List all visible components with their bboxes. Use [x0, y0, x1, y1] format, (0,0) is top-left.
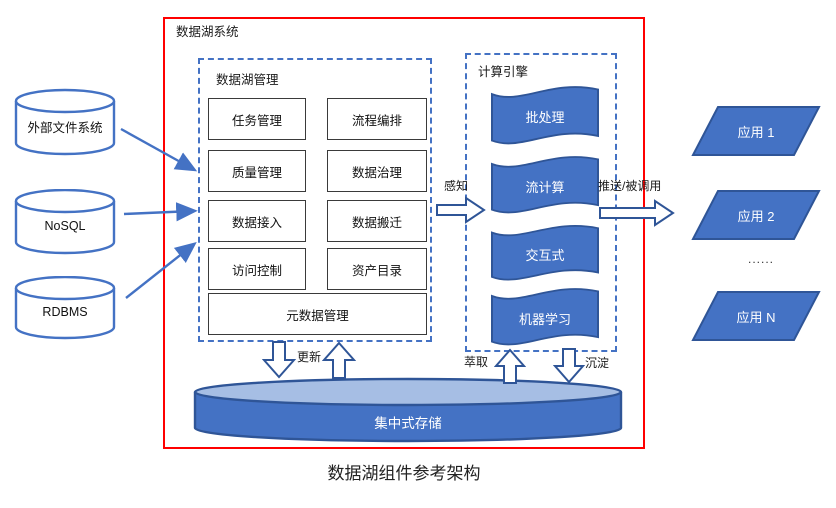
wave-shape-icon — [491, 156, 599, 214]
module-data-ingestion: 数据接入 — [208, 200, 306, 242]
module-metadata-management: 元数据管理 — [208, 293, 427, 335]
source-nosql: NoSQL — [14, 189, 116, 255]
wave-shape-icon — [491, 288, 599, 346]
module-data-governance: 数据治理 — [327, 150, 427, 192]
engine-label: 流计算 — [525, 179, 565, 195]
wave-shape-icon — [491, 225, 599, 281]
settle-down-arrow-icon — [553, 348, 585, 384]
app-label: 应用 N — [736, 309, 776, 325]
storage-cylinder-icon — [193, 377, 623, 443]
engine-batch-processing: 批处理 — [489, 83, 601, 148]
module-data-migration: 数据搬迁 — [327, 200, 427, 242]
engine-label: 交互式 — [525, 247, 565, 263]
parallelogram-icon — [691, 106, 821, 156]
extract-up-arrow-icon — [494, 348, 526, 384]
update-label: 更新 — [297, 350, 322, 364]
parallelogram-icon — [691, 291, 821, 341]
data-lake-management-box — [198, 58, 432, 342]
data-lake-management-label: 数据湖管理 — [216, 73, 279, 87]
parallelogram-icon — [691, 190, 821, 240]
source-label: RDBMS — [42, 305, 88, 319]
module-access-control: 访问控制 — [208, 248, 306, 290]
perceive-label: 感知 — [444, 179, 469, 193]
engine-label: 批处理 — [525, 110, 565, 125]
engine-label: 机器学习 — [518, 311, 571, 327]
module-asset-catalog: 资产目录 — [327, 248, 427, 290]
centralized-storage: 集中式存储 — [193, 377, 623, 445]
wave-shape-icon — [491, 86, 599, 145]
push-invoked-label: 推送/被调用 — [598, 179, 662, 193]
app-label: 应用 1 — [737, 124, 775, 140]
data-lake-system-frame — [163, 17, 645, 449]
engine-stream-computing: 流计算 — [489, 153, 601, 217]
source-label: 外部文件系统 — [27, 120, 103, 135]
storage-label: 集中式存储 — [374, 416, 442, 431]
app-1: 应用 1 — [691, 106, 821, 156]
extract-label: 萃取 — [464, 355, 489, 369]
settle-label: 沉淀 — [585, 356, 610, 370]
cylinder-icon — [14, 189, 116, 255]
source-rdbms: RDBMS — [14, 276, 116, 340]
module-task-management: 任务管理 — [208, 98, 306, 140]
app-2: 应用 2 — [691, 190, 821, 240]
engine-machine-learning: 机器学习 — [489, 285, 601, 349]
data-lake-system-label: 数据湖系统 — [176, 25, 239, 39]
perceive-arrow-icon — [436, 196, 486, 224]
app-n: 应用 N — [691, 291, 821, 341]
push-invoked-arrow-icon — [599, 199, 675, 227]
update-down-arrow-icon — [262, 341, 296, 379]
update-up-arrow-icon — [322, 341, 356, 379]
compute-engine-label: 计算引擎 — [478, 65, 529, 79]
source-label: NoSQL — [44, 219, 86, 233]
engine-interactive: 交互式 — [489, 222, 601, 284]
module-quality-management: 质量管理 — [208, 150, 306, 192]
app-label: 应用 2 — [737, 208, 775, 224]
module-process-orchestration: 流程编排 — [327, 98, 427, 140]
source-external-file-system: 外部文件系统 — [14, 88, 116, 156]
cylinder-icon — [14, 88, 116, 156]
apps-ellipsis: ...... — [748, 252, 775, 266]
cylinder-icon — [14, 276, 116, 340]
diagram-caption: 数据湖组件参考架构 — [327, 464, 481, 483]
